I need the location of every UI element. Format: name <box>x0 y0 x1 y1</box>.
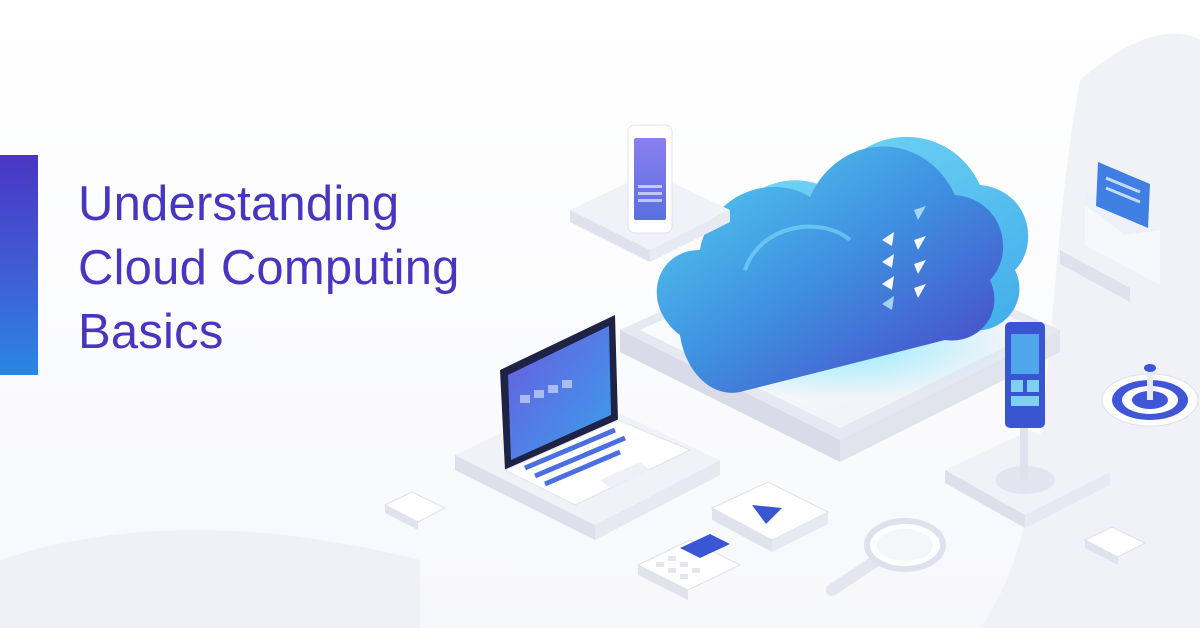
calculator-icon <box>636 534 742 600</box>
accent-bar <box>0 155 38 375</box>
play-button-icon <box>710 481 830 552</box>
kiosk-icon <box>945 322 1110 528</box>
title-line-1: Understanding <box>78 177 400 231</box>
title-line-3: Basics <box>78 305 224 359</box>
envelope-icon <box>1060 162 1200 302</box>
laptop-icon <box>455 315 720 540</box>
title-line-2: Cloud Computing <box>78 241 460 295</box>
smartphone-icon <box>570 124 730 262</box>
decorative-tile-left <box>383 491 447 530</box>
page-title: Understanding Cloud Computing Basics <box>78 172 460 364</box>
target-icon <box>1101 364 1199 427</box>
cloud-icon <box>656 136 1029 393</box>
decorative-tile-right <box>1083 526 1147 565</box>
magnifier-icon <box>826 518 946 596</box>
